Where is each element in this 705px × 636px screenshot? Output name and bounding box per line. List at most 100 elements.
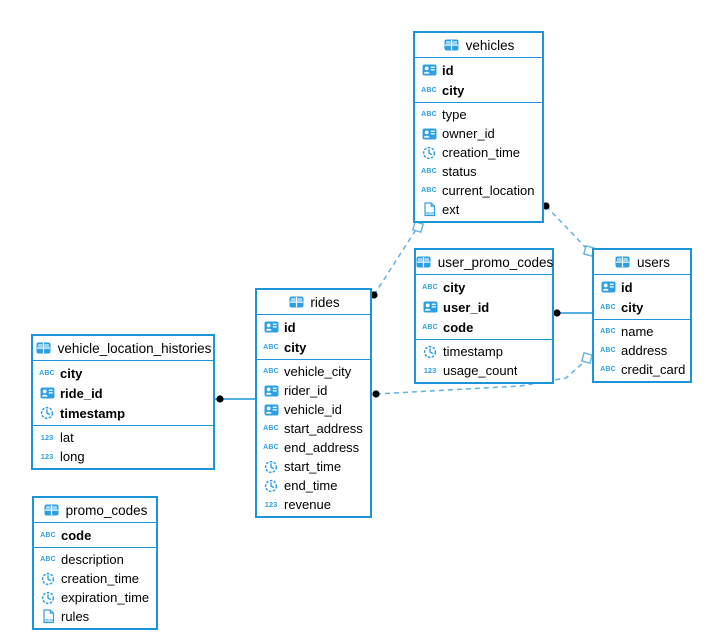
column-name: current_location <box>442 183 535 198</box>
column-current_location[interactable]: ABC current_location <box>415 181 542 200</box>
table-title: rides <box>310 294 340 310</box>
column-name: city <box>284 339 307 355</box>
table-header[interactable]: promo_codes <box>34 498 156 523</box>
column-start_time[interactable]: start_time <box>257 457 370 476</box>
abc-text-type-icon: ABC <box>263 425 279 432</box>
abc-text-type-icon: ABC <box>421 187 437 194</box>
column-name: revenue <box>284 497 331 512</box>
table-title: vehicles <box>465 37 515 53</box>
column-name: city <box>442 82 465 98</box>
table-header[interactable]: user_promo_codes <box>416 250 554 275</box>
column-name: id <box>284 319 296 335</box>
column-city[interactable]: ABC city <box>257 337 370 357</box>
clock-icon <box>421 345 439 359</box>
column-name: code <box>443 319 474 335</box>
clock-icon <box>39 591 57 605</box>
table-title: user_promo_codes <box>437 254 554 270</box>
column-name: description <box>61 552 124 567</box>
table-icon <box>43 504 61 516</box>
column-name: type <box>442 107 467 122</box>
abc-text-type-icon: ABC <box>421 86 437 94</box>
column-ride_id[interactable]: ride_id <box>33 383 213 403</box>
column-name: id <box>442 62 454 78</box>
clock-icon <box>38 406 56 420</box>
column-timestamp[interactable]: timestamp <box>416 342 552 361</box>
column-name: lat <box>60 430 74 445</box>
abc-text-type-icon: ABC <box>263 444 279 451</box>
column-vehicle_city[interactable]: ABC vehicle_city <box>257 362 370 381</box>
column-timestamp[interactable]: timestamp <box>33 403 213 423</box>
abc-text-type-icon: ABC <box>263 368 279 375</box>
table-icon <box>287 296 305 308</box>
abc-text-type-icon: ABC <box>263 343 279 351</box>
column-owner_id[interactable]: owner_id <box>415 124 542 143</box>
abc-text-type-icon: ABC <box>600 303 616 311</box>
column-creation_time[interactable]: creation_time <box>34 569 156 588</box>
column-name: id <box>621 279 633 295</box>
table-header[interactable]: vehicles <box>415 33 542 58</box>
table-title: users <box>636 254 670 270</box>
column-id[interactable]: id <box>415 60 542 80</box>
column-expiration_time[interactable]: expiration_time <box>34 588 156 607</box>
id-badge-icon <box>420 128 438 140</box>
column-id[interactable]: id <box>257 317 370 337</box>
relationship-square-marker <box>580 351 594 365</box>
column-creation_time[interactable]: creation_time <box>415 143 542 162</box>
clock-icon <box>262 460 280 474</box>
column-name: long <box>60 449 85 464</box>
table-header[interactable]: vehicle_location_histories <box>33 336 213 361</box>
column-name: rules <box>61 609 90 624</box>
table-header[interactable]: rides <box>257 290 370 315</box>
column-id[interactable]: id <box>594 277 690 297</box>
number-type-icon: 123 <box>40 452 54 461</box>
column-name: code <box>61 527 92 543</box>
column-rider_id[interactable]: rider_id <box>257 381 370 400</box>
column-code[interactable]: ABC code <box>416 317 552 337</box>
column-name: ride_id <box>60 385 103 401</box>
relationship-dot-marker <box>216 395 224 403</box>
column-name: vehicle_city <box>284 364 352 379</box>
table-icon <box>614 256 632 268</box>
table-title: promo_codes <box>65 502 148 518</box>
column-long[interactable]: 123 long <box>33 447 213 466</box>
abc-text-type-icon: ABC <box>422 323 438 331</box>
column-name: status <box>442 164 477 179</box>
column-city[interactable]: ABC city <box>415 80 542 100</box>
column-user_id[interactable]: user_id <box>416 297 552 317</box>
column-vehicle_id[interactable]: vehicle_id <box>257 400 370 419</box>
relationship-dot-marker <box>553 309 561 317</box>
column-end_time[interactable]: end_time <box>257 476 370 495</box>
column-name: start_time <box>284 459 342 474</box>
table-header[interactable]: users <box>594 250 690 275</box>
abc-text-type-icon: ABC <box>600 328 616 335</box>
id-badge-icon <box>421 301 439 313</box>
